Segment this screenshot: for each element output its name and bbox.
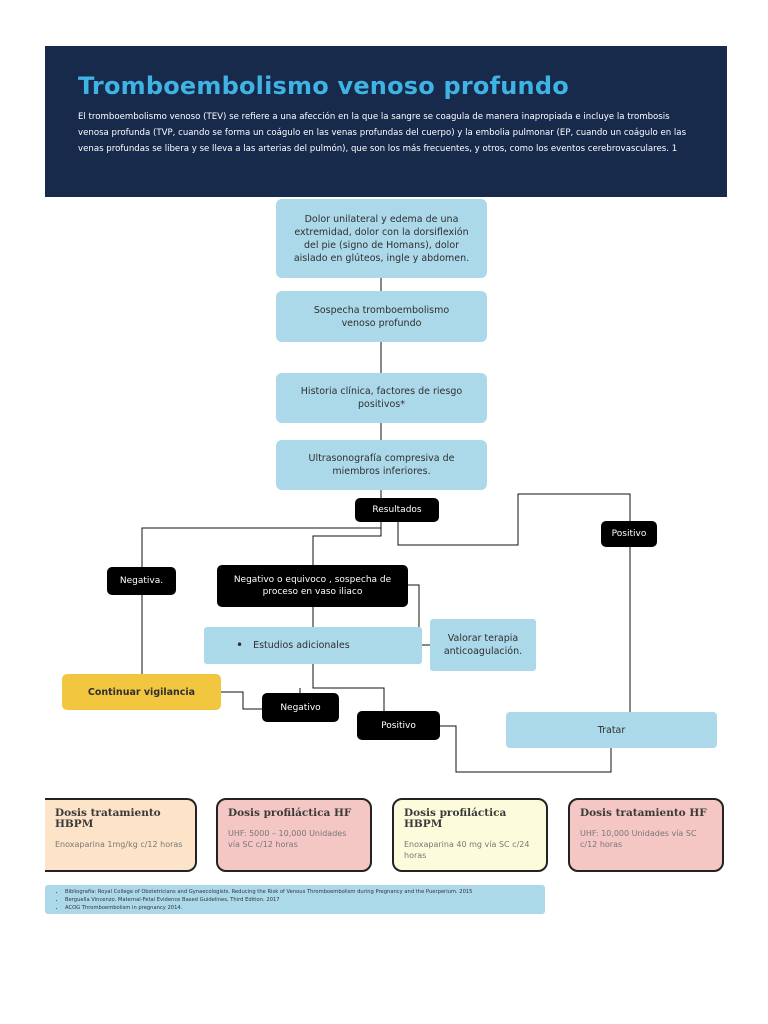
dose-title: Dosis tratamiento HF [580,807,707,819]
ultrasound-box: Ultrasonografía compresiva de miembros i… [276,440,487,490]
dose-text: Enoxaparina 1mg/kg c/12 horas [55,840,183,849]
treat-box: Tratar [506,712,717,748]
negative-label: Negativa. [107,567,176,595]
dose-card-hbpm-treatment: Dosis tratamiento HBPM Enoxaparina 1mg/k… [45,798,197,872]
equivocal-text: Negativo o equivoco , sospecha de proces… [233,575,392,597]
dose-title: Dosis tratamiento HBPM [55,807,161,830]
connector-monitoring-negative [221,691,262,710]
dose-text: Enoxaparina 40 mg vía SC c/24 horas [404,840,530,860]
positive-2-label: Positivo [357,711,440,740]
positive-2-text: Positivo [381,720,416,731]
dose-card-hf-prophylactic: Dosis profiláctica HF UHF: 5000 – 10,000… [216,798,372,872]
suspicion-box: Sospecha tromboembolismo venoso profundo [276,291,487,342]
suspicion-text: Sospecha tromboembolismo venoso profundo [313,304,450,329]
connector-results-positive [397,493,631,546]
dose-text: UHF: 10,000 Unidades vía SC c/12 horas [580,829,697,849]
continue-monitoring-box: Continuar vigilancia [62,674,221,710]
reference-item: Bibliografía: Royal College of Obstetric… [65,888,545,896]
dose-text: UHF: 5000 – 10,000 Unidades vía SC c/12 … [228,829,347,849]
continue-monitoring-text: Continuar vigilancia [87,686,196,698]
ultrasound-text: Ultrasonografía compresiva de miembros i… [308,453,455,477]
connector-positive-treat [440,725,612,773]
bullet-icon: • [236,638,244,652]
reference-item: ACOG Thromboembolism in pregnancy 2014. [65,904,545,912]
connector-results-negative [141,522,382,567]
header-description: El tromboembolismo venoso (TEV) se refie… [78,112,687,154]
page-title: Tromboembolismo venoso profundo [78,72,569,100]
connector-results-equivocal [312,522,382,565]
dose-title: Dosis profiláctica HBPM [404,807,507,830]
assess-therapy-box: Valorar terapia anticoagulación. [430,619,536,671]
dose-card-hbpm-prophylactic: Dosis profiláctica HBPM Enoxaparina 40 m… [392,798,548,872]
positive-right-text: Positivo [611,529,647,539]
results-text: Resultados [372,505,422,515]
equivocal-label: Negativo o equivoco , sospecha de proces… [217,565,408,607]
connector-studies-outcomes [312,664,385,711]
reference-item: Berguella Vincenzo. Maternal-Fetal Evide… [65,896,545,904]
positive-right-label: Positivo [601,521,657,547]
symptoms-box: Dolor unilateral y edema de una extremid… [276,199,487,278]
references-list: Bibliografía: Royal College of Obstetric… [53,888,545,912]
negative-2-label: Negativo [262,693,339,722]
connector-equivocal-therapy [408,584,420,627]
negative-2-text: Negativo [280,702,321,713]
header-banner: Tromboembolismo venoso profundo El tromb… [45,46,727,197]
results-label: Resultados [355,498,439,522]
additional-studies-box: • Estudios adicionales [204,627,422,664]
negative-text: Negativa. [119,576,164,586]
history-box: Historia clínica, factores de riesgo pos… [276,373,487,423]
symptoms-text: Dolor unilateral y edema de una extremid… [293,213,470,264]
treat-text: Tratar [597,724,626,736]
history-text: Historia clínica, factores de riesgo pos… [300,386,463,410]
assess-therapy-text: Valorar terapia anticoagulación. [443,633,523,657]
dose-title: Dosis profiláctica HF [228,807,352,819]
dose-card-hf-treatment: Dosis tratamiento HF UHF: 10,000 Unidade… [568,798,724,872]
additional-studies-text: Estudios adicionales [253,640,350,651]
references-box: Bibliografía: Royal College of Obstetric… [45,885,545,914]
